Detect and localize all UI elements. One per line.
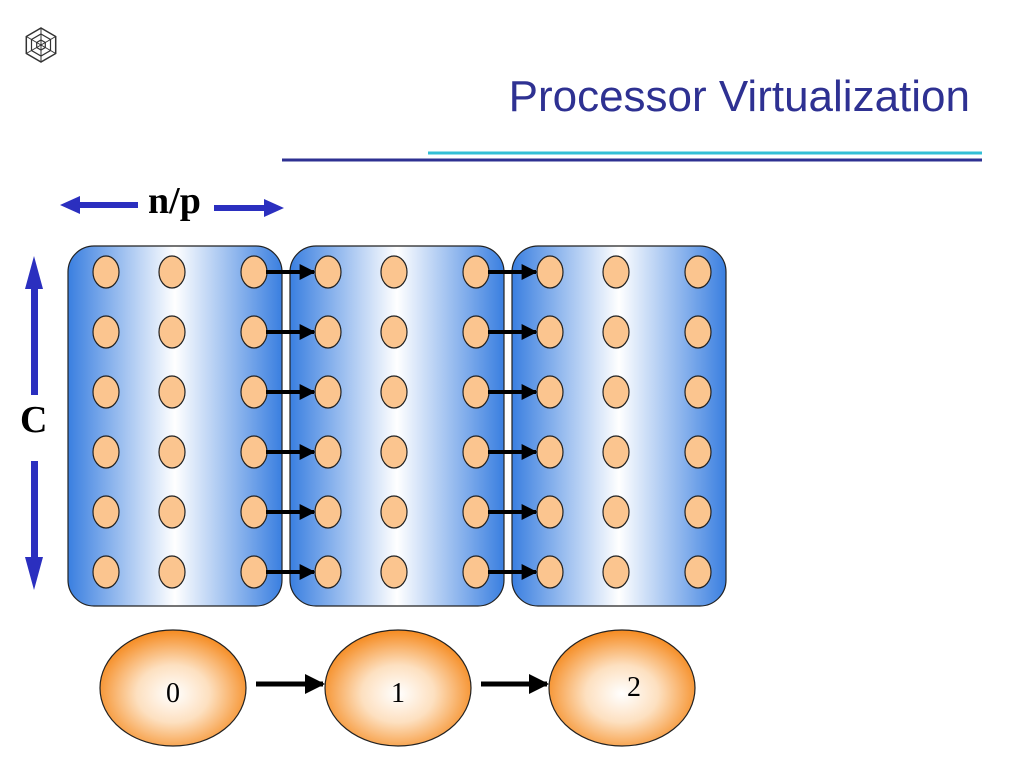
data-node: [602, 495, 630, 529]
data-node: [240, 435, 268, 469]
data-node: [314, 495, 342, 529]
data-node: [158, 255, 186, 289]
node-arrows: [266, 264, 538, 580]
data-node: [602, 555, 630, 589]
data-node: [462, 255, 490, 289]
data-node: [462, 435, 490, 469]
height-arrow-top-shaft: [31, 288, 38, 395]
data-node: [240, 495, 268, 529]
data-node: [536, 255, 564, 289]
data-node: [240, 555, 268, 589]
data-block-1: [289, 245, 505, 607]
data-node: [602, 375, 630, 409]
data-node: [92, 495, 120, 529]
data-node: [536, 315, 564, 349]
data-node: [684, 435, 712, 469]
processors: 0 1 2: [99, 629, 696, 747]
data-node: [158, 375, 186, 409]
data-node: [158, 435, 186, 469]
data-node: [92, 555, 120, 589]
data-node: [602, 435, 630, 469]
width-arrow-right-head: [264, 199, 284, 217]
snowflake-logo-icon: [25, 27, 57, 63]
data-node: [158, 555, 186, 589]
data-node: [314, 555, 342, 589]
data-node: [240, 315, 268, 349]
data-nodes: [92, 255, 712, 589]
height-arrow-top-head: [25, 256, 43, 289]
data-node: [380, 435, 408, 469]
data-block-2: [511, 245, 727, 607]
data-node: [240, 255, 268, 289]
height-arrow-bottom-head: [25, 557, 43, 590]
data-node: [462, 375, 490, 409]
width-arrow-right-shaft: [214, 205, 264, 211]
data-node: [380, 495, 408, 529]
width-label: n/p: [148, 180, 201, 222]
data-node: [314, 435, 342, 469]
processor-label: 2: [627, 672, 641, 703]
data-node: [92, 375, 120, 409]
data-node: [684, 375, 712, 409]
data-node: [240, 375, 268, 409]
height-arrow-bottom-shaft: [31, 461, 38, 558]
data-node: [462, 315, 490, 349]
data-node: [158, 495, 186, 529]
data-node: [462, 555, 490, 589]
data-node: [536, 375, 564, 409]
data-node: [314, 255, 342, 289]
slide-title: Processor Virtualization: [508, 72, 970, 121]
height-arrow: C: [20, 256, 47, 590]
data-node: [92, 435, 120, 469]
height-label: C: [20, 399, 47, 441]
data-node: [684, 495, 712, 529]
data-node: [158, 315, 186, 349]
data-node: [684, 555, 712, 589]
data-node: [92, 255, 120, 289]
data-node: [380, 555, 408, 589]
data-node: [380, 315, 408, 349]
width-arrow-left-head: [60, 196, 80, 214]
data-node: [314, 315, 342, 349]
data-node: [536, 495, 564, 529]
data-node: [536, 555, 564, 589]
data-blocks: [67, 245, 727, 607]
processor-2: [548, 629, 696, 747]
data-node: [602, 315, 630, 349]
processor-label: 1: [391, 678, 405, 709]
processor-0: [99, 629, 247, 747]
data-node: [380, 255, 408, 289]
data-node: [602, 255, 630, 289]
data-node: [462, 495, 490, 529]
data-node: [380, 375, 408, 409]
processor-label: 0: [166, 678, 180, 709]
data-node: [536, 435, 564, 469]
data-block-0: [67, 245, 283, 607]
data-node: [684, 255, 712, 289]
data-node: [92, 315, 120, 349]
data-node: [314, 375, 342, 409]
width-arrow: n/p: [60, 180, 284, 222]
data-node: [684, 315, 712, 349]
processor-1: [324, 629, 472, 747]
width-arrow-left-shaft: [79, 202, 138, 208]
